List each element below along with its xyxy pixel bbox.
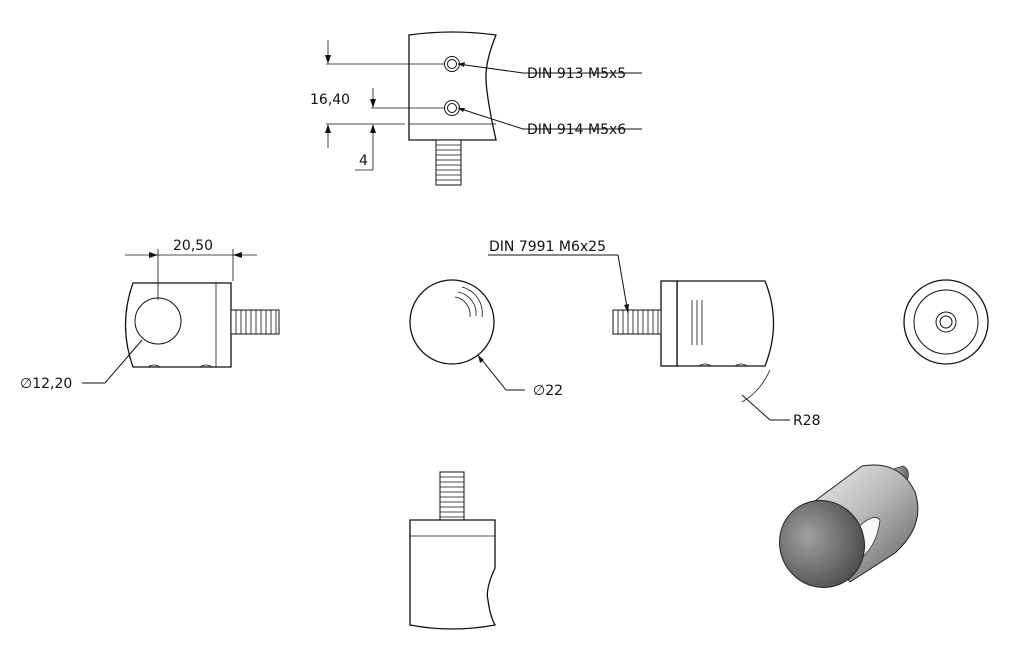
end-view-stud-outer bbox=[935, 311, 957, 333]
label-hole-diameter: ∅12,20 bbox=[20, 376, 72, 392]
isometric-view bbox=[778, 464, 919, 589]
right-view-body bbox=[676, 280, 775, 367]
top-view-stud bbox=[435, 139, 462, 186]
label-body-diameter: ∅22 bbox=[533, 383, 563, 399]
right-view-stud bbox=[612, 309, 662, 335]
label-din-7991: DIN 7991 M6x25 bbox=[489, 239, 606, 255]
label-dim-16-40: 16,40 bbox=[310, 92, 350, 108]
leader-913 bbox=[457, 63, 524, 74]
left-view-stud bbox=[230, 309, 280, 335]
label-dim-4: 4 bbox=[359, 153, 368, 169]
end-view-stud-inner bbox=[939, 315, 953, 329]
set-screw-914-socket bbox=[447, 103, 457, 113]
leader-hole-diameter bbox=[104, 339, 143, 384]
label-radius: R28 bbox=[793, 413, 821, 429]
bottom-view-body bbox=[409, 519, 497, 630]
right-view-flat bbox=[691, 300, 703, 345]
top-view bbox=[325, 31, 642, 186]
label-dim-20-50: 20,50 bbox=[173, 238, 213, 254]
body-diameter-value: 22 bbox=[545, 383, 563, 399]
front-view-hatch bbox=[454, 286, 483, 318]
bottom-view bbox=[409, 471, 497, 630]
end-view-chamfer bbox=[913, 289, 979, 355]
leader-914 bbox=[457, 107, 524, 130]
diameter-symbol: ∅ bbox=[533, 383, 545, 399]
top-view-stud-outline bbox=[435, 139, 462, 186]
iso-front-face bbox=[778, 499, 866, 589]
end-view-outer bbox=[903, 279, 989, 365]
front-view-circle bbox=[409, 279, 495, 365]
left-view-body bbox=[124, 282, 232, 368]
set-screw-913-socket bbox=[447, 59, 457, 69]
label-din-913: DIN 913 M5x5 bbox=[527, 66, 626, 82]
end-view bbox=[903, 279, 989, 365]
leader-stud bbox=[617, 254, 629, 314]
left-side-view bbox=[82, 249, 280, 384]
bottom-view-stud bbox=[439, 471, 465, 521]
radius-arc bbox=[741, 369, 771, 403]
hole-diameter-value: 12,20 bbox=[32, 376, 72, 392]
right-view-collar bbox=[660, 280, 678, 367]
front-circle-view bbox=[409, 279, 525, 391]
diameter-symbol: ∅ bbox=[20, 376, 32, 392]
leader-radius bbox=[741, 394, 771, 421]
label-din-914: DIN 914 M5x6 bbox=[527, 122, 626, 138]
right-side-view bbox=[488, 254, 790, 421]
